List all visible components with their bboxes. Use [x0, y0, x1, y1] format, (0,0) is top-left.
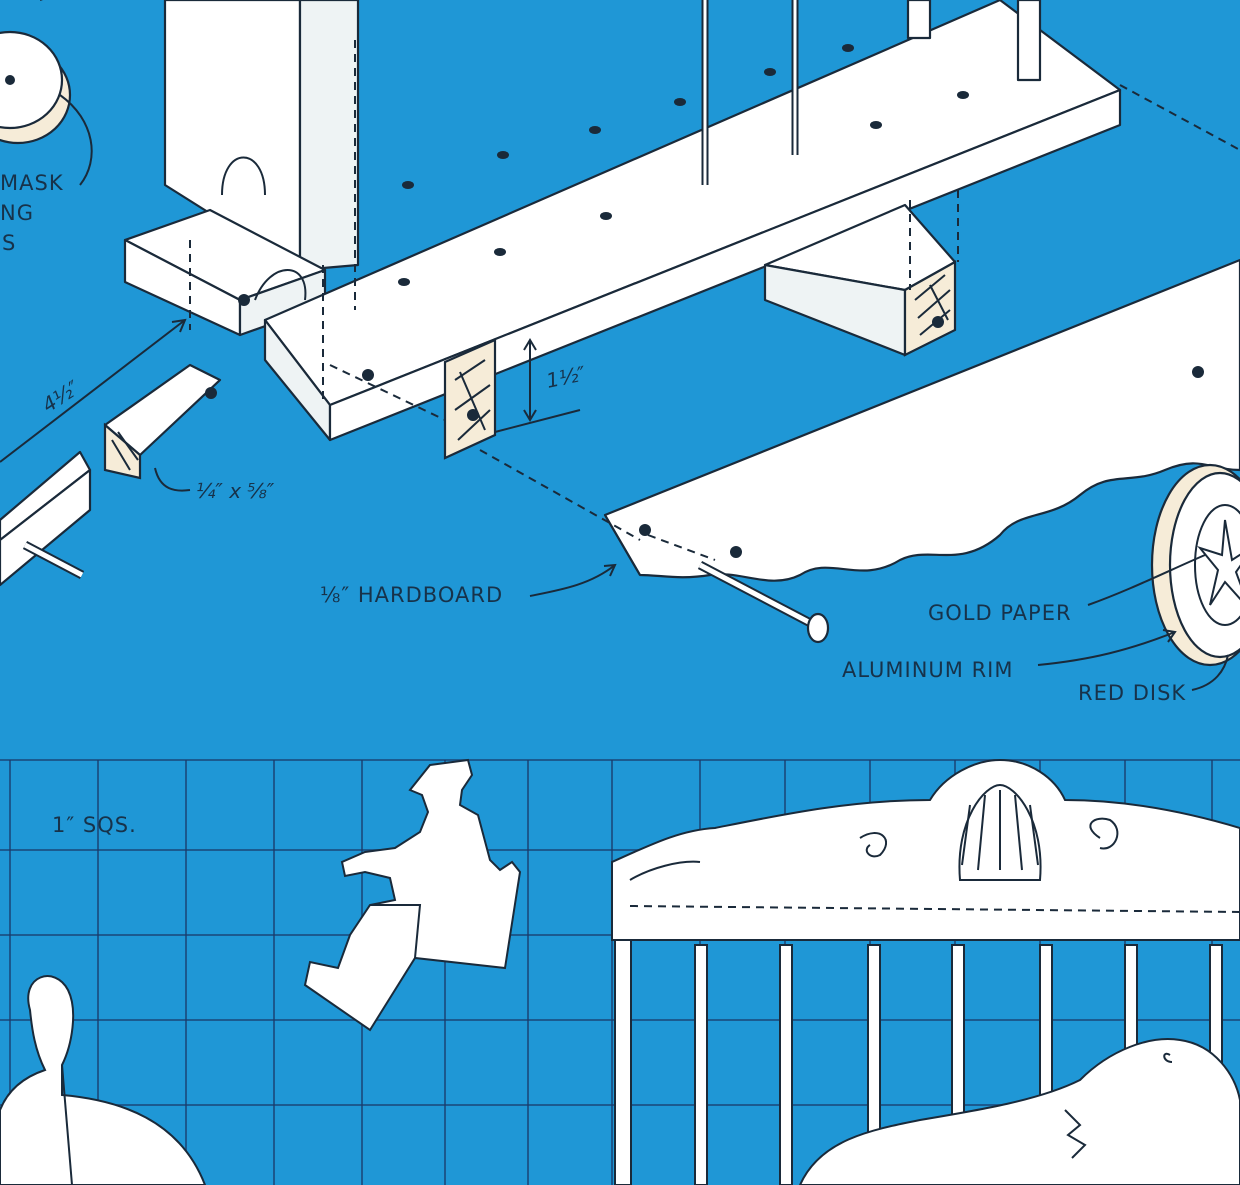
- grid-scale-note: 1″ SQS.: [52, 813, 137, 837]
- red-disk-callout: RED DISK: [1078, 654, 1229, 705]
- hardboard-callout: ⅛″ HARDBOARD: [320, 563, 617, 607]
- rail-dowels: [701, 0, 1042, 185]
- left-animal-figure: [0, 975, 207, 1185]
- dimension-thickness-label: 1½″: [544, 361, 588, 393]
- round-disk-part: [0, 0, 72, 145]
- mask-label-line2: NG: [0, 201, 34, 225]
- link-piece: [103, 363, 222, 480]
- upright-post: [163, 0, 360, 272]
- hardboard-canopy: [479, 84, 1240, 644]
- aluminum-rim-label: ALUMINUM RIM: [842, 658, 1013, 682]
- rail-holes: [362, 44, 969, 381]
- mask-label-line3: S: [2, 231, 16, 255]
- left-rail-with-pin: [0, 450, 92, 587]
- spacer-block: [329, 338, 497, 460]
- gold-paper-label: GOLD PAPER: [928, 601, 1072, 625]
- stock-size-callout: ¼″ x ⅝″: [154, 467, 275, 503]
- mask-leader-line: [59, 94, 93, 186]
- aluminum-rim-callout: ALUMINUM RIM: [842, 629, 1177, 682]
- main-rail: [263, 0, 1122, 442]
- mask-label: MASK: [0, 171, 64, 195]
- gold-paper-callout: GOLD PAPER: [928, 554, 1206, 625]
- cross-block: [763, 190, 959, 357]
- animal-figure: [798, 1038, 1240, 1185]
- dimension-length-label: 4½″: [38, 375, 85, 417]
- red-disk-label: RED DISK: [1078, 681, 1186, 705]
- hardboard-label: ⅛″ HARDBOARD: [320, 583, 503, 607]
- mask-callout-fragment: MASK NG S: [0, 171, 64, 255]
- wheel: [1150, 463, 1240, 667]
- driver-figure: [303, 758, 522, 1032]
- left-foot-block: [123, 208, 327, 337]
- stock-size-label: ¼″ x ⅝″: [196, 479, 275, 503]
